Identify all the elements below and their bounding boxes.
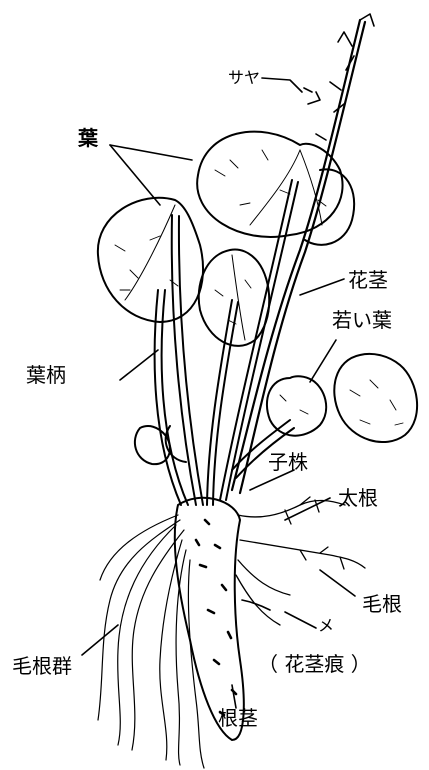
label-rhizome: 根茎	[218, 708, 258, 728]
label-offshoot: 子株	[268, 452, 308, 472]
label-bud-note: （ 花茎痕 ）	[258, 654, 371, 674]
label-bud: メ	[318, 618, 334, 634]
fine-root-group-drawing	[98, 515, 204, 768]
label-leaf: 葉	[78, 128, 98, 148]
leaf-drawings	[98, 132, 417, 465]
flower-branches	[304, 14, 374, 140]
label-pod: サヤ	[228, 70, 260, 86]
label-thick-root: 太根	[338, 488, 378, 508]
thick-root-drawing	[236, 497, 365, 625]
label-fine-root-group: 毛根群	[12, 656, 72, 676]
label-young-leaf: 若い葉	[332, 310, 392, 330]
label-flower-stem: 花茎	[348, 270, 388, 290]
label-fine-root: 毛根	[362, 594, 402, 614]
label-petiole: 葉柄	[26, 365, 66, 385]
